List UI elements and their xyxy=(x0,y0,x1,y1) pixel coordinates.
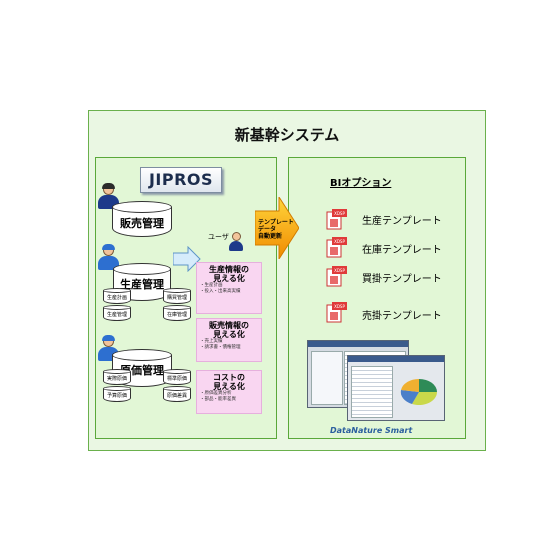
template-file-icon: XDSP xyxy=(326,208,348,230)
flow-arrow-icon xyxy=(173,246,201,272)
mini-database: 購買管理 xyxy=(163,288,191,304)
info-item: ・請求書・債権管理 xyxy=(200,345,241,350)
template-file-icon: XDSP xyxy=(326,301,348,323)
template-file-icon: XDSP xyxy=(326,236,348,258)
update-arrow-icon xyxy=(255,197,299,259)
info-item: ・部品・能率差異 xyxy=(200,397,236,402)
user-label: ユーザ xyxy=(208,233,229,241)
datanature-logo: DataNature Smart xyxy=(330,426,413,435)
template-label: 生産テンプレート xyxy=(362,216,442,227)
sales-visibility-box: 販売情報の 見える化 ・売上実績 ・請求書・債権管理 xyxy=(196,318,262,362)
jipros-logo: JIPROS xyxy=(140,167,222,193)
template-label: 在庫テンプレート xyxy=(362,245,442,256)
pie-chart-icon xyxy=(400,378,438,406)
bi-option-title: BIオプション xyxy=(330,178,392,189)
software-screenshot xyxy=(347,355,445,421)
info-item: ・生産計画 xyxy=(200,283,223,288)
mini-database: 標準原価 xyxy=(163,369,191,385)
sales-database: 販売管理 xyxy=(112,201,172,237)
page-title: 新基幹システム xyxy=(234,126,340,144)
info-item: ・売上実績 xyxy=(200,339,223,344)
cost-visibility-box: コストの 見える化 ・原価差異分析 ・部品・能率差異 xyxy=(196,370,262,414)
mini-database: 在庫管理 xyxy=(163,305,191,321)
svg-text:XDSP: XDSP xyxy=(334,239,345,244)
info-item: ・原価差異分析 xyxy=(200,391,232,396)
arrow-label: テンプレート データ 自動更新 xyxy=(258,219,294,240)
mini-database: 生産管理 xyxy=(103,305,131,321)
info-heading: コストの 見える化 xyxy=(213,373,245,391)
info-heading: 生産情報の 見える化 xyxy=(209,265,249,283)
info-item: ・投入・出来高実績 xyxy=(200,289,241,294)
template-label: 売掛テンプレート xyxy=(362,311,442,322)
mini-database: 実際原価 xyxy=(103,369,131,385)
production-visibility-box: 生産情報の 見える化 ・生産計画 ・投入・出来高実績 xyxy=(196,262,262,314)
mini-database: 生産計画 xyxy=(103,288,131,304)
svg-text:XDSP: XDSP xyxy=(334,268,345,273)
info-heading: 販売情報の 見える化 xyxy=(209,321,249,339)
mini-database: 予算原価 xyxy=(103,386,131,402)
mini-database: 原価差異 xyxy=(163,386,191,402)
template-label: 買掛テンプレート xyxy=(362,274,442,285)
template-file-icon: XDSP xyxy=(326,265,348,287)
svg-text:XDSP: XDSP xyxy=(334,304,345,309)
svg-text:XDSP: XDSP xyxy=(334,211,345,216)
user-icon xyxy=(229,232,243,252)
